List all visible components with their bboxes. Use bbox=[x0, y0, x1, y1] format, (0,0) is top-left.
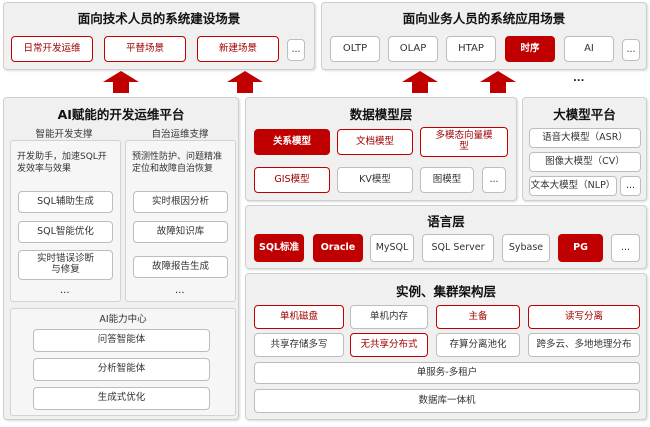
ai-center-title: AI能力中心 bbox=[99, 314, 147, 325]
lang-oracle: Oracle bbox=[313, 234, 363, 262]
llm-platform-panel: 大模型平台 语音大模型（ASR） 图像大模型（CV） 文本大模型（NLP） ..… bbox=[522, 97, 647, 201]
sql-smart-opt: SQL智能优化 bbox=[18, 221, 113, 243]
llm-more: ... bbox=[620, 176, 641, 196]
generative-opt: 生成式优化 bbox=[33, 387, 210, 410]
scene-ai: AI bbox=[564, 36, 614, 62]
single-memory: 单机内存 bbox=[350, 305, 428, 329]
instance-panel: 实例、集群架构层 单机磁盘 单机内存 主备 读写分离 共享存储多写 无共享分布式… bbox=[245, 273, 647, 420]
model-more: ... bbox=[482, 167, 506, 193]
fault-report-gen: 故障报告生成 bbox=[133, 256, 228, 278]
scene-htap: HTAP bbox=[446, 36, 496, 62]
ai-center-box: AI能力中心 问答智能体 分析智能体 生成式优化 bbox=[10, 308, 236, 416]
ai-platform-panel: AI赋能的开发运维平台 智能开发支撑 开发助手，加速SQL开发效率与效果 SQL… bbox=[3, 97, 239, 420]
tech-scene-panel: 面向技术人员的系统建设场景 日常开发运维 平替场景 新建场景 ... bbox=[3, 2, 315, 70]
lang-sqlserver: SQL Server bbox=[422, 234, 494, 262]
language-title: 语言层 bbox=[427, 214, 465, 229]
lang-sql-standard: SQL标准 bbox=[254, 234, 304, 262]
llm-platform-title: 大模型平台 bbox=[553, 107, 616, 122]
tech-scene-title: 面向技术人员的系统建设场景 bbox=[77, 11, 241, 26]
biz-more-dots: ... bbox=[573, 73, 585, 84]
scene-timeseries: 时序 bbox=[505, 36, 555, 62]
realtime-error-diag: 实时错误诊断与修复 bbox=[18, 250, 113, 280]
fault-knowledge-base: 故障知识库 bbox=[133, 221, 228, 243]
single-disk: 单机磁盘 bbox=[254, 305, 344, 329]
ops-dots: ... bbox=[175, 285, 185, 296]
instance-title: 实例、集群架构层 bbox=[395, 284, 496, 299]
up-arrow-icon bbox=[480, 71, 516, 93]
up-arrow-icon bbox=[227, 71, 263, 93]
scene-new-build: 新建场景 bbox=[197, 36, 279, 62]
biz-scene-title: 面向业务人员的系统应用场景 bbox=[402, 11, 566, 26]
shared-nothing-distributed: 无共享分布式 bbox=[350, 333, 428, 357]
multimodal-vector-model: 多模态向量模型 bbox=[420, 127, 508, 157]
scene-oltp: OLTP bbox=[330, 36, 380, 62]
root-cause-analysis: 实时根因分析 bbox=[133, 191, 228, 213]
dev-support-title: 智能开发支撑 bbox=[35, 129, 93, 140]
lang-pg: PG bbox=[558, 234, 603, 262]
read-write-split: 读写分离 bbox=[528, 305, 640, 329]
sql-assist-gen: SQL辅助生成 bbox=[18, 191, 113, 213]
shared-storage-multiwrite: 共享存储多写 bbox=[254, 333, 344, 357]
lang-sybase: Sybase bbox=[502, 234, 550, 262]
multi-cloud-geo-distribution: 跨多云、多地地理分布 bbox=[528, 333, 640, 357]
up-arrow-icon bbox=[402, 71, 438, 93]
up-arrow-icon bbox=[103, 71, 139, 93]
kv-model: KV模型 bbox=[337, 167, 413, 193]
lang-mysql: MySQL bbox=[370, 234, 414, 262]
scene-daily-devops: 日常开发运维 bbox=[11, 36, 93, 62]
biz-scene-panel: 面向业务人员的系统应用场景 OLTP OLAP HTAP 时序 AI ... bbox=[321, 2, 647, 70]
data-model-title: 数据模型层 bbox=[349, 107, 413, 122]
single-service-multitenant: 单服务-多租户 bbox=[254, 362, 640, 384]
dev-support-desc: 开发助手，加速SQL开发效率与效果 bbox=[17, 152, 107, 175]
cv-model: 图像大模型（CV） bbox=[529, 152, 641, 172]
document-model: 文档模型 bbox=[337, 129, 413, 155]
dev-dots: ... bbox=[60, 285, 70, 296]
lang-more: ... bbox=[611, 234, 640, 262]
nlp-model: 文本大模型（NLP） bbox=[529, 176, 617, 196]
qa-agent: 问答智能体 bbox=[33, 329, 210, 352]
ops-support-title: 自治运维支撑 bbox=[151, 129, 209, 140]
primary-standby: 主备 bbox=[436, 305, 520, 329]
dev-support-box: 开发助手，加速SQL开发效率与效果 SQL辅助生成 SQL智能优化 实时错误诊断… bbox=[10, 140, 121, 302]
scene-replacement: 平替场景 bbox=[104, 36, 186, 62]
scene-more-biz: ... bbox=[622, 39, 640, 61]
ai-platform-title: AI赋能的开发运维平台 bbox=[57, 107, 185, 122]
compute-storage-separation: 存算分离池化 bbox=[436, 333, 520, 357]
scene-more: ... bbox=[287, 39, 305, 61]
graph-model: 图模型 bbox=[420, 167, 474, 193]
language-panel: 语言层 SQL标准 Oracle MySQL SQL Server Sybase… bbox=[245, 205, 647, 269]
ops-support-box: 预测性防护、问题精准定位和故障自治恢复 实时根因分析 故障知识库 故障报告生成 … bbox=[125, 140, 236, 302]
scene-olap: OLAP bbox=[388, 36, 438, 62]
gis-model: GIS模型 bbox=[254, 167, 330, 193]
data-model-panel: 数据模型层 关系模型 文档模型 多模态向量模型 GIS模型 KV模型 图模型 .… bbox=[245, 97, 517, 201]
analysis-agent: 分析智能体 bbox=[33, 358, 210, 381]
asr-model: 语音大模型（ASR） bbox=[529, 128, 641, 148]
db-appliance: 数据库一体机 bbox=[254, 389, 640, 413]
ops-support-desc: 预测性防护、问题精准定位和故障自治恢复 bbox=[132, 152, 223, 175]
relational-model: 关系模型 bbox=[254, 129, 330, 155]
